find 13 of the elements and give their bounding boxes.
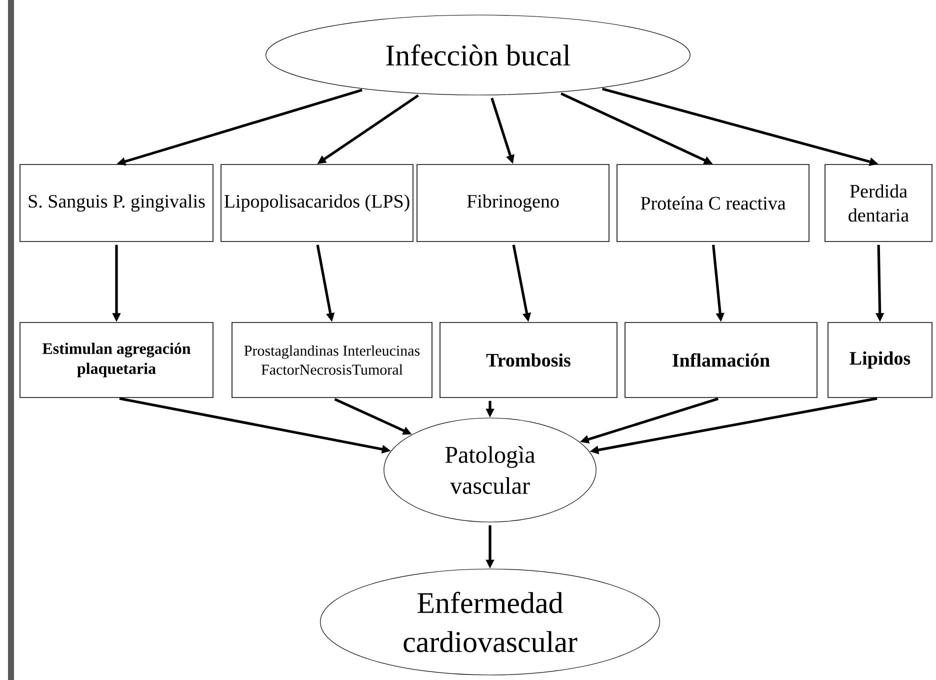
ellipse-node: Enfermedad cardiovascular <box>320 568 660 676</box>
process-box: Lipidos <box>828 322 932 398</box>
process-box: Proteína C reactiva <box>616 164 810 242</box>
process-box: S. Sanguis P. gingivalis <box>20 164 214 242</box>
ellipse-node: Patologìa vascular <box>384 418 596 522</box>
process-box: Trombosis <box>440 322 618 398</box>
process-box: Fibrinogeno <box>416 164 610 242</box>
process-box: Lipopolisacaridos (LPS) <box>220 164 414 242</box>
process-box: Prostaglandinas Interleucinas FactorNecrosisTumoral <box>232 322 432 398</box>
process-box: Perdida dentaria <box>824 164 932 242</box>
process-box: Estimulan agregación plaquetaria <box>20 322 214 398</box>
process-box: Inflamación <box>624 322 818 398</box>
ellipse-node: Infecciòn bucal <box>266 14 690 96</box>
